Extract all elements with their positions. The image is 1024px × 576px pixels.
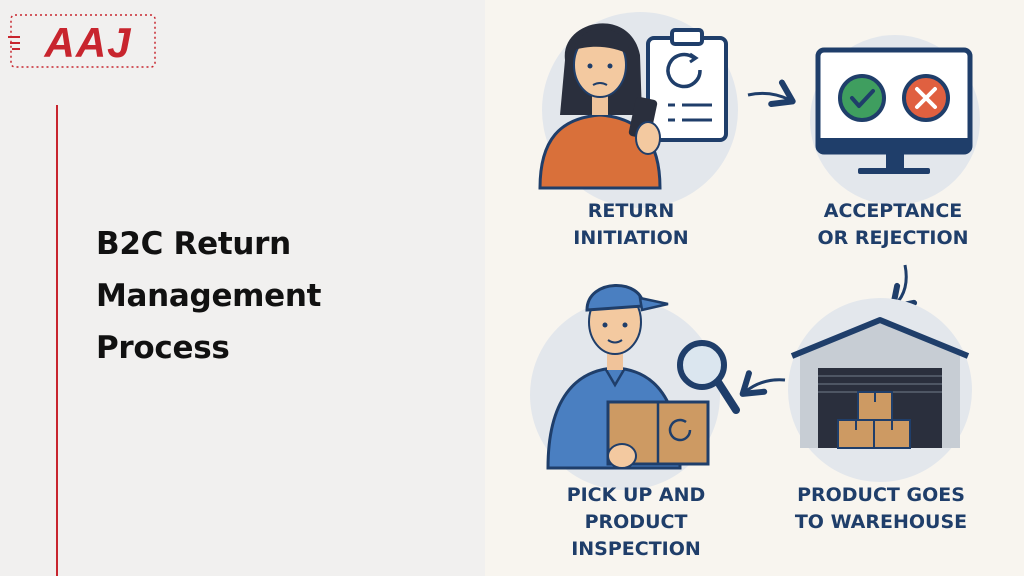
step-label-product-warehouse: PRODUCT GOES TO WAREHOUSE — [794, 484, 968, 533]
brand-logo: AAJ — [8, 14, 156, 68]
logo-text: AAJ — [43, 19, 132, 66]
left-panel — [0, 0, 485, 576]
warehouse-icon — [788, 298, 972, 482]
arrow-2 — [889, 264, 918, 311]
title-line-3: Process — [96, 330, 230, 366]
monitor-check-cross-icon — [810, 35, 980, 205]
step-label-pickup-inspection: PICK UP AND PRODUCT INSPECTION — [566, 484, 706, 560]
title-line-2: Management — [96, 278, 322, 314]
step-label-acceptance-rejection: ACCEPTANCE OR REJECTION — [817, 200, 969, 249]
woman-with-phone-icon — [538, 12, 738, 208]
arrow-1 — [747, 79, 796, 108]
title-line-1: B2C Return — [96, 226, 291, 262]
delivery-person-inspection-icon — [530, 284, 740, 490]
page-title: B2C Return Management Process — [96, 218, 321, 374]
arrow-3 — [739, 370, 786, 397]
accent-divider — [56, 105, 58, 576]
step-label-return-initiation: RETURN INITIATION — [573, 200, 689, 249]
